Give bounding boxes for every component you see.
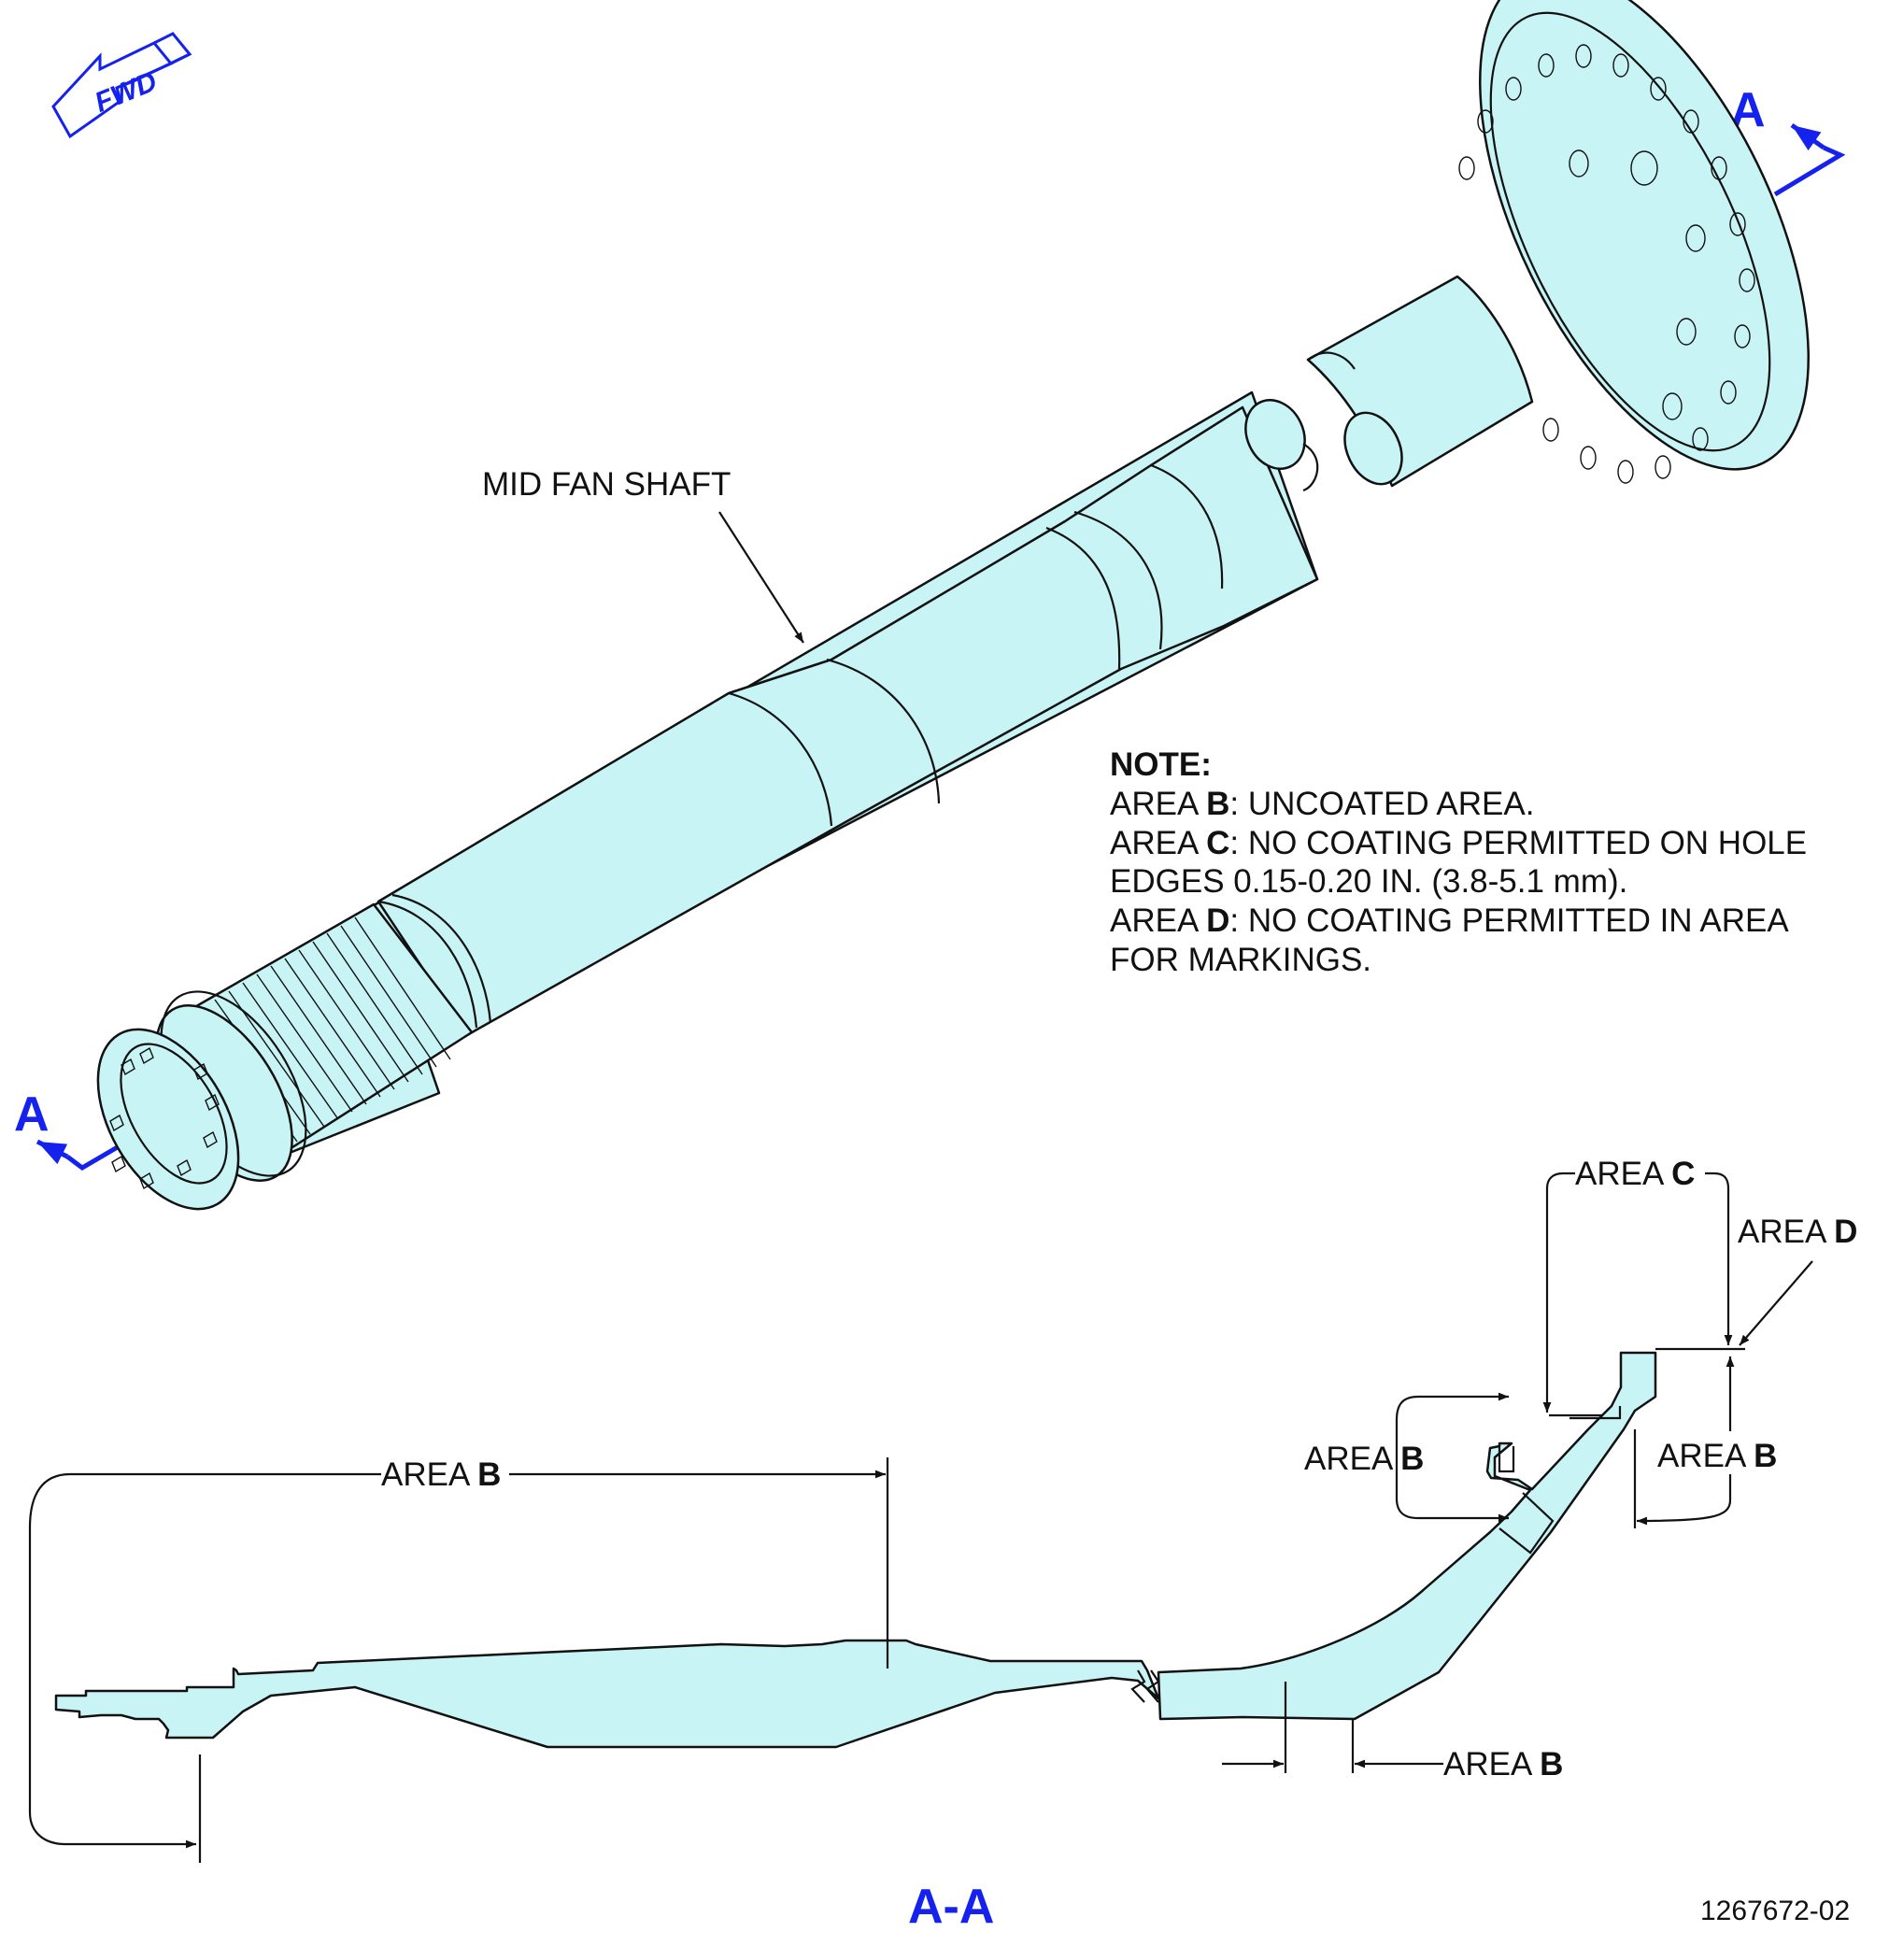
fwd-arrow-icon: FWD [51,32,192,139]
note-line-5: FOR MARKINGS. [1110,942,1371,978]
section-dimensions: AREA B AREA B AREA B AREA B AREA C AREA … [28,1156,1857,1863]
figure-number: 1267672-02 [1700,1896,1850,1926]
note-block: NOTE: AREA B: UNCOATED AREA. AREA C: NO … [1110,746,1807,978]
section-marker-bottom: A [14,1087,50,1142]
shaft-iso-view [96,0,1810,1211]
area-c-label: AREA C [1575,1156,1695,1192]
area-d-label: AREA D [1738,1214,1857,1250]
section-view [54,1351,1657,1749]
note-line-1: AREA B: UNCOATED AREA. [1110,786,1534,822]
shaft-leader [718,511,804,644]
note-title: NOTE: [1110,746,1212,783]
flange-holes [1458,44,1755,484]
area-b-label-bottom-right: AREA B [1443,1746,1563,1782]
note-line-2: AREA C: NO COATING PERMITTED ON HOLE [1110,825,1807,861]
section-arrow-bottom: A [14,1087,151,1171]
section-title: A-A [908,1880,994,1934]
note-line-3: EDGES 0.15-0.20 IN. (3.8-5.1 mm). [1110,863,1627,900]
note-line-4: AREA D: NO COATING PERMITTED IN AREA [1110,902,1789,939]
area-b-label-left: AREA B [381,1456,501,1493]
fwd-label: FWD [91,66,162,119]
area-b-label-mid: AREA B [1304,1441,1424,1477]
shaft-label: MID FAN SHAFT [482,466,731,503]
area-b-label-right: AREA B [1657,1438,1777,1474]
